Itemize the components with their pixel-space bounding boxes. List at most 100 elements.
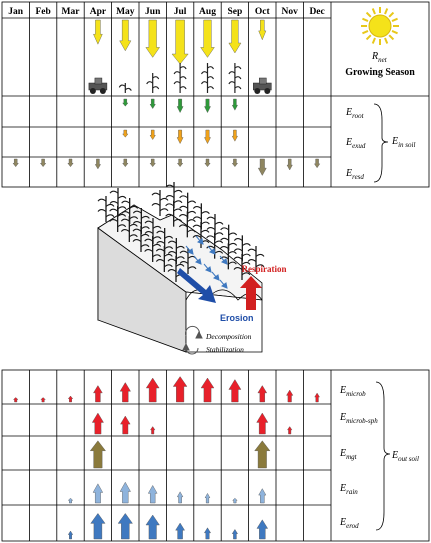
e-erod-label: Eerod <box>339 517 359 530</box>
e-resd-label: Eresd <box>345 168 364 181</box>
rain-arrow <box>67 497 74 504</box>
corn-plant <box>167 238 185 264</box>
in-soil-brace <box>373 103 389 183</box>
corn-plant <box>121 198 139 224</box>
top-month-dividers <box>2 2 331 187</box>
corn-plant <box>155 246 173 272</box>
microb-arrow <box>119 382 131 403</box>
rain-arrow <box>204 492 211 504</box>
exud-arrow <box>122 129 129 138</box>
e-microb-label: Emicrob <box>339 385 366 398</box>
exud-arrow <box>176 129 184 145</box>
corn-plant <box>220 224 238 251</box>
microb-arrow <box>12 397 19 403</box>
month-label: Oct <box>255 7 271 17</box>
month-label: Mar <box>62 7 81 17</box>
mgt-arrow <box>254 440 271 469</box>
month-label: Aug <box>199 7 216 17</box>
corn-plant <box>156 228 174 254</box>
sun-arrow <box>258 19 267 41</box>
mgt-arrow <box>89 440 106 469</box>
exud-arrow <box>231 129 238 142</box>
e-mgt-label: Emgt <box>339 448 358 461</box>
erod-arrow <box>145 514 160 540</box>
corn-plant-icon <box>228 63 242 93</box>
erod-arrow <box>231 529 238 540</box>
corn-plant <box>97 196 115 222</box>
root-arrow <box>149 98 156 109</box>
rain-arrow <box>258 488 267 504</box>
respiration-label: Respiration <box>242 264 287 274</box>
e-out-soil-label: Eout soil <box>391 450 419 463</box>
top-arrows <box>12 19 321 176</box>
sun-icon <box>361 7 399 45</box>
corn-plant <box>233 235 251 262</box>
stabilization-label: Stabilization <box>206 345 244 354</box>
resd-arrow <box>12 158 19 168</box>
corn-plant <box>151 190 169 216</box>
microb-arrow <box>314 392 320 403</box>
microb-arrow <box>286 389 294 403</box>
rain-arrow <box>92 483 104 504</box>
root-arrow <box>122 98 129 107</box>
decomposition-icon <box>185 325 203 339</box>
microb-arrow <box>40 397 46 403</box>
growing-season-caption: Growing Season <box>345 67 415 78</box>
rain-arrow <box>119 481 131 504</box>
sun-arrow <box>200 19 215 58</box>
resd-arrow <box>39 158 47 168</box>
erod-arrow <box>117 513 133 540</box>
erod-arrow <box>90 513 106 540</box>
e-root-label: Eroot <box>345 107 365 120</box>
erod-arrow <box>67 530 74 540</box>
e-in-soil-label: Ein soil <box>391 136 415 149</box>
microb-arrow <box>93 385 103 403</box>
microb-arrow <box>67 395 74 403</box>
resd-arrow <box>204 158 211 168</box>
root-arrow <box>176 98 184 114</box>
resd-arrow <box>314 158 321 169</box>
rnet-label: Rnet <box>371 51 388 64</box>
corn-plant <box>109 188 127 214</box>
corn-plant <box>132 208 150 234</box>
microb-sph-arrow <box>150 426 156 435</box>
corn-plant <box>247 246 265 272</box>
corn-plant-icon <box>201 63 214 93</box>
month-label: May <box>116 7 135 17</box>
erosion-flow-arrows <box>185 235 228 289</box>
microb-arrow <box>145 377 160 403</box>
soil-block-illustration: Respiration Erosion Decomposition Stabil… <box>97 182 287 355</box>
erosion-label: Erosion <box>220 313 254 323</box>
exud-arrow <box>204 129 211 145</box>
sun-arrow <box>171 19 189 65</box>
month-label: Feb <box>35 7 50 17</box>
microb-arrow <box>228 379 242 403</box>
seedling-icon <box>118 83 132 93</box>
rain-arrow <box>232 497 238 504</box>
microb-arrow <box>172 376 188 403</box>
month-label: Jul <box>174 7 187 17</box>
erod-arrow <box>175 522 185 540</box>
harvester-icon <box>253 77 272 94</box>
sun-arrow <box>93 19 103 45</box>
corn-plant <box>206 214 224 240</box>
resd-arrow <box>231 158 239 168</box>
out-soil-brace <box>375 381 391 531</box>
resd-arrow <box>94 158 101 170</box>
stabilization-icon <box>182 342 199 355</box>
corn-plant-icon <box>173 63 187 93</box>
month-label: Jun <box>145 7 161 17</box>
month-label: Jan <box>8 7 24 17</box>
tractor-icon <box>88 77 108 94</box>
e-rain-label: Erain <box>339 483 358 496</box>
erod-arrow <box>256 519 269 540</box>
decomposition-label: Decomposition <box>205 332 252 341</box>
microb-arrow <box>257 385 268 403</box>
microb-sph-arrow <box>287 426 293 435</box>
bottom-month-dividers <box>28 370 304 541</box>
corn-rows <box>97 182 265 282</box>
month-label: Dec <box>309 7 324 17</box>
erod-arrow <box>203 527 212 540</box>
corn-plant <box>192 203 210 230</box>
